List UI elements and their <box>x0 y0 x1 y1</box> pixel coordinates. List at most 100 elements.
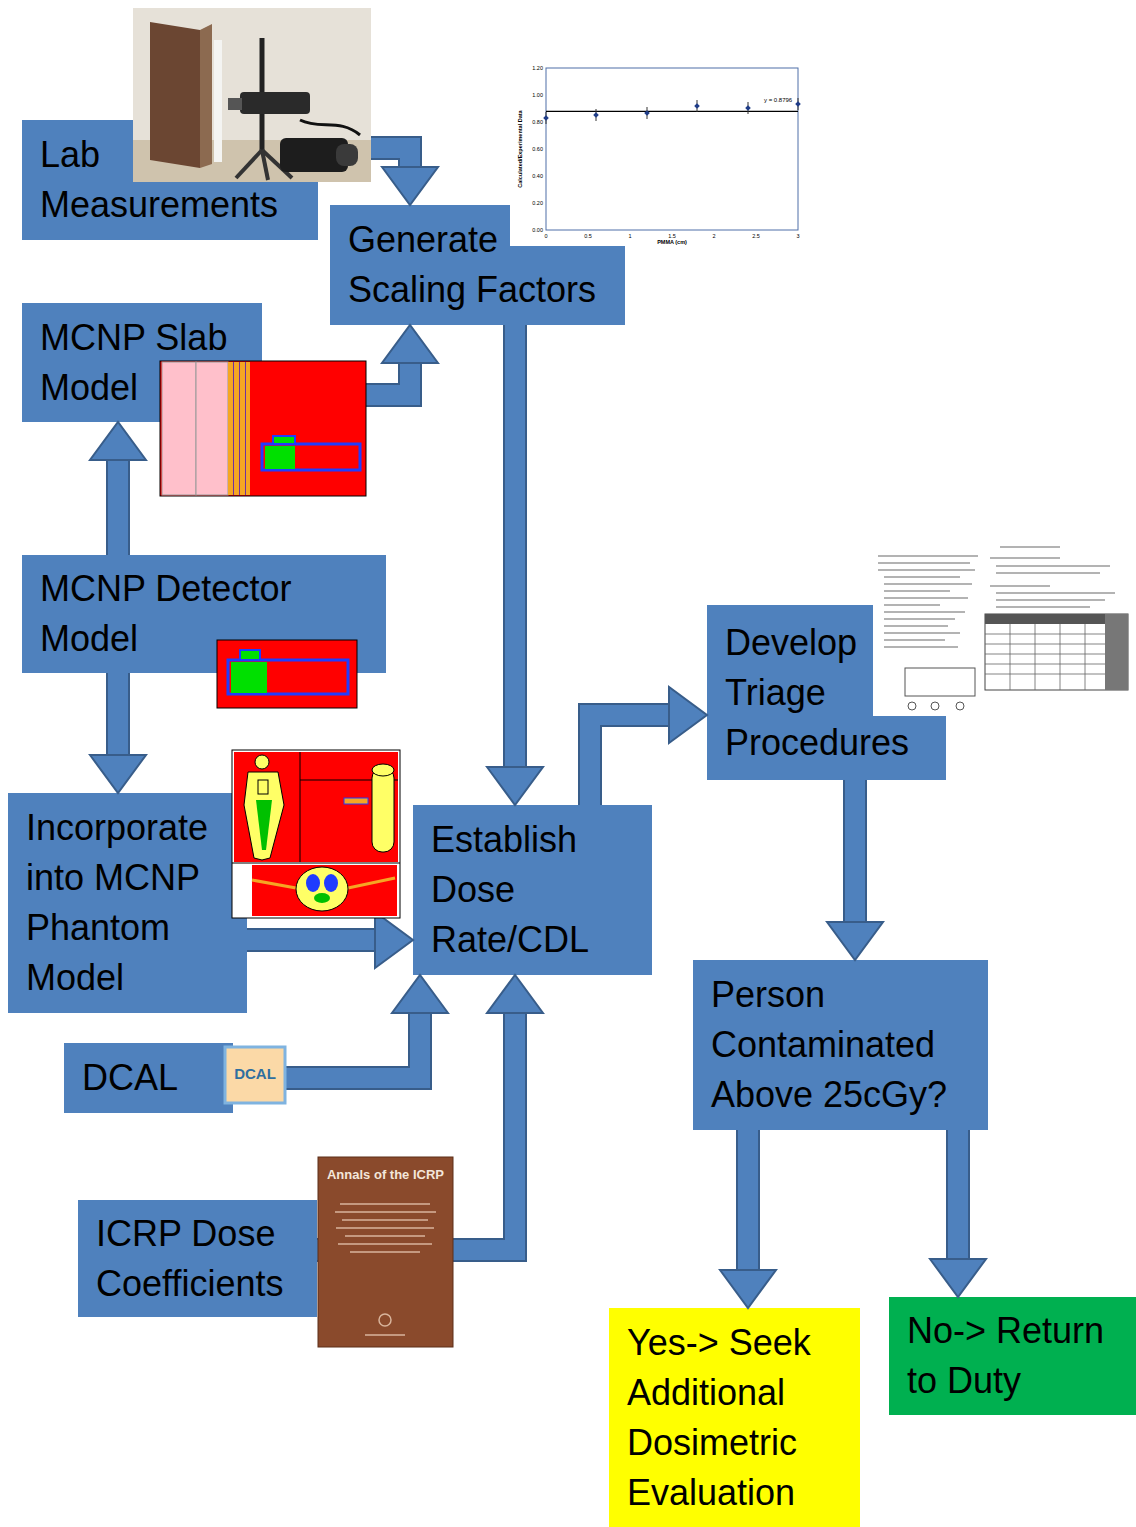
arrow-shaft <box>108 673 128 755</box>
table-side <box>1105 614 1128 690</box>
phantom-model-image <box>232 750 400 918</box>
document-line <box>996 592 1115 594</box>
book-line <box>335 1211 436 1213</box>
document-sketch <box>905 668 975 696</box>
block-arrow <box>590 687 707 805</box>
arrow-outline <box>946 1130 970 1259</box>
phantom-organ <box>258 780 268 794</box>
tick-label: 0.40 <box>522 173 543 179</box>
photo-leg <box>236 150 262 178</box>
process-box: No-> Return to Duty <box>889 1297 1136 1415</box>
photo-detector-end <box>228 98 242 110</box>
box-text: MCNP Detector Model <box>40 564 376 664</box>
tick-label: 1.00 <box>522 92 543 98</box>
document-line <box>878 569 975 571</box>
icon-label: DCAL <box>225 1066 285 1083</box>
document-line <box>884 590 950 592</box>
tick-label: 2 <box>704 233 724 239</box>
block-arrow <box>827 780 883 960</box>
arrow-head <box>392 975 448 1013</box>
photo-meter-grip <box>336 144 358 166</box>
document-line <box>1000 546 1060 548</box>
box-fill <box>64 1043 233 1113</box>
photo-slab <box>150 22 200 168</box>
chart-ground <box>510 62 802 246</box>
trend-line <box>546 111 798 112</box>
arrow-shaft <box>108 460 128 555</box>
detector-crystal <box>231 662 267 693</box>
table-rule <box>985 674 1105 675</box>
book-line <box>365 1334 405 1336</box>
arrow-outline <box>106 460 130 555</box>
tick-label: 1.5 <box>662 233 682 239</box>
box-text: Yes-> Seek Additional Dosimetric Evaluat… <box>627 1318 850 1518</box>
process-box: Yes-> Seek Additional Dosimetric Evaluat… <box>609 1308 860 1527</box>
table-rule <box>1010 624 1011 690</box>
section-lung <box>324 874 338 892</box>
process-box: DCAL <box>64 1043 233 1113</box>
table-grid <box>985 624 1105 690</box>
arrow-head <box>827 922 883 960</box>
photo-slab-side <box>200 24 212 168</box>
arrow-outline <box>503 325 527 767</box>
slab-layer <box>196 362 228 495</box>
box-fill <box>693 960 988 1130</box>
data-point <box>593 112 599 118</box>
arrow-outline <box>590 715 669 805</box>
axis-title: Calculated/Experimental Data <box>517 99 523 199</box>
box-fill <box>8 793 247 1013</box>
tick-label: 0 <box>536 233 556 239</box>
box-fill <box>78 1200 317 1317</box>
process-box: Lab Measurements <box>22 120 318 240</box>
arrow-outline <box>106 673 130 755</box>
box-text: Lab Measurements <box>40 130 308 230</box>
data-point <box>694 103 700 109</box>
data-point <box>745 105 751 111</box>
phantom-detector <box>344 798 368 804</box>
table-rule <box>985 664 1105 665</box>
icrp-book <box>318 1157 453 1347</box>
tick-label: 0.60 <box>522 146 543 152</box>
pmma-sheet <box>246 362 250 495</box>
arrow-head <box>375 912 413 968</box>
document-line <box>884 611 965 613</box>
slab-layer <box>162 362 196 495</box>
box-text: No-> Return to Duty <box>907 1306 1126 1406</box>
tick-label: 1.20 <box>522 65 543 71</box>
section-organ <box>314 893 330 903</box>
book-title: Annals of the ICRP <box>322 1168 449 1182</box>
box-text: Incorporate into MCNP Phantom Model <box>26 803 237 1003</box>
document-table <box>985 614 1128 690</box>
box-text: Generate Scaling Factors <box>348 215 615 315</box>
document-line <box>884 597 968 599</box>
document-line <box>996 606 1090 608</box>
pmma-sheet <box>228 362 233 495</box>
document-line <box>996 599 1105 601</box>
arrow-outline <box>843 780 867 922</box>
table-header <box>985 614 1105 624</box>
process-box: ICRP Dose Coefficients <box>78 1200 317 1317</box>
triage-document <box>873 540 1130 716</box>
process-box: Generate Scaling Factors <box>330 205 625 325</box>
arrow-head <box>382 325 438 363</box>
process-box: Develop Triage Procedures <box>707 605 946 780</box>
trend-equation: y = 0.8796 <box>764 97 798 104</box>
arrow-head <box>90 422 146 460</box>
table-rule <box>985 634 1105 635</box>
pmma-sheet <box>234 362 239 495</box>
document-line <box>878 555 978 557</box>
plot-frame <box>546 68 798 230</box>
block-arrow <box>90 673 146 793</box>
box-text: Develop Triage Procedures <box>725 618 936 768</box>
slab-ground <box>160 361 366 496</box>
book-subtitle <box>335 1204 436 1335</box>
document-line <box>884 576 960 578</box>
error-bars <box>546 98 798 124</box>
block-arrow <box>247 912 413 968</box>
table-rule <box>1035 624 1036 690</box>
process-box: Establish Dose Rate/CDL <box>413 805 652 975</box>
block-arrow <box>930 1130 986 1297</box>
arrow-outline <box>736 1130 760 1270</box>
phantom-body <box>244 772 284 860</box>
